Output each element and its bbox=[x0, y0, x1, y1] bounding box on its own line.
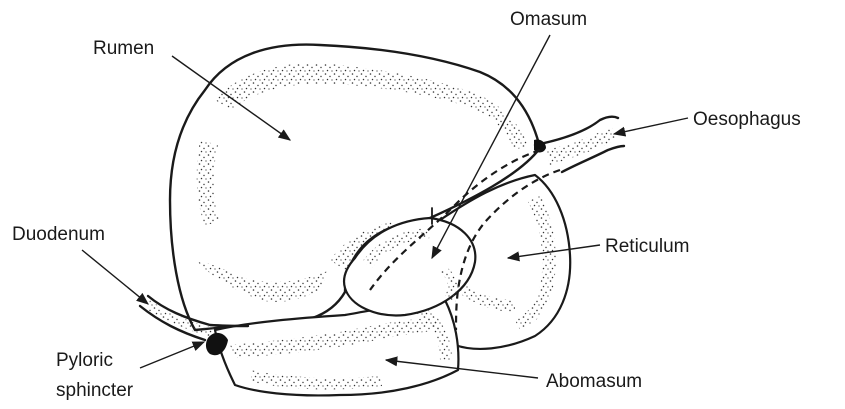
reticulum-label: Reticulum bbox=[605, 236, 689, 257]
pyloric-label-line2: sphincter bbox=[56, 380, 134, 401]
rumen-stipple-top bbox=[215, 63, 528, 150]
omasum-label: Omasum bbox=[510, 9, 587, 30]
pyloric-arrow bbox=[140, 342, 204, 368]
pyloric-label-line1: Pyloric bbox=[56, 350, 113, 371]
abomasum-label: Abomasum bbox=[546, 371, 642, 392]
duodenum-arrow bbox=[82, 250, 148, 304]
rumen-stipple-bottom bbox=[198, 262, 330, 302]
duodenum-label: Duodenum bbox=[12, 224, 105, 245]
oesophagus-label: Oesophagus bbox=[693, 109, 801, 130]
oesophagus-arrow bbox=[614, 118, 688, 134]
rumen-stipple-left bbox=[197, 140, 220, 225]
rumen-label: Rumen bbox=[93, 38, 154, 59]
